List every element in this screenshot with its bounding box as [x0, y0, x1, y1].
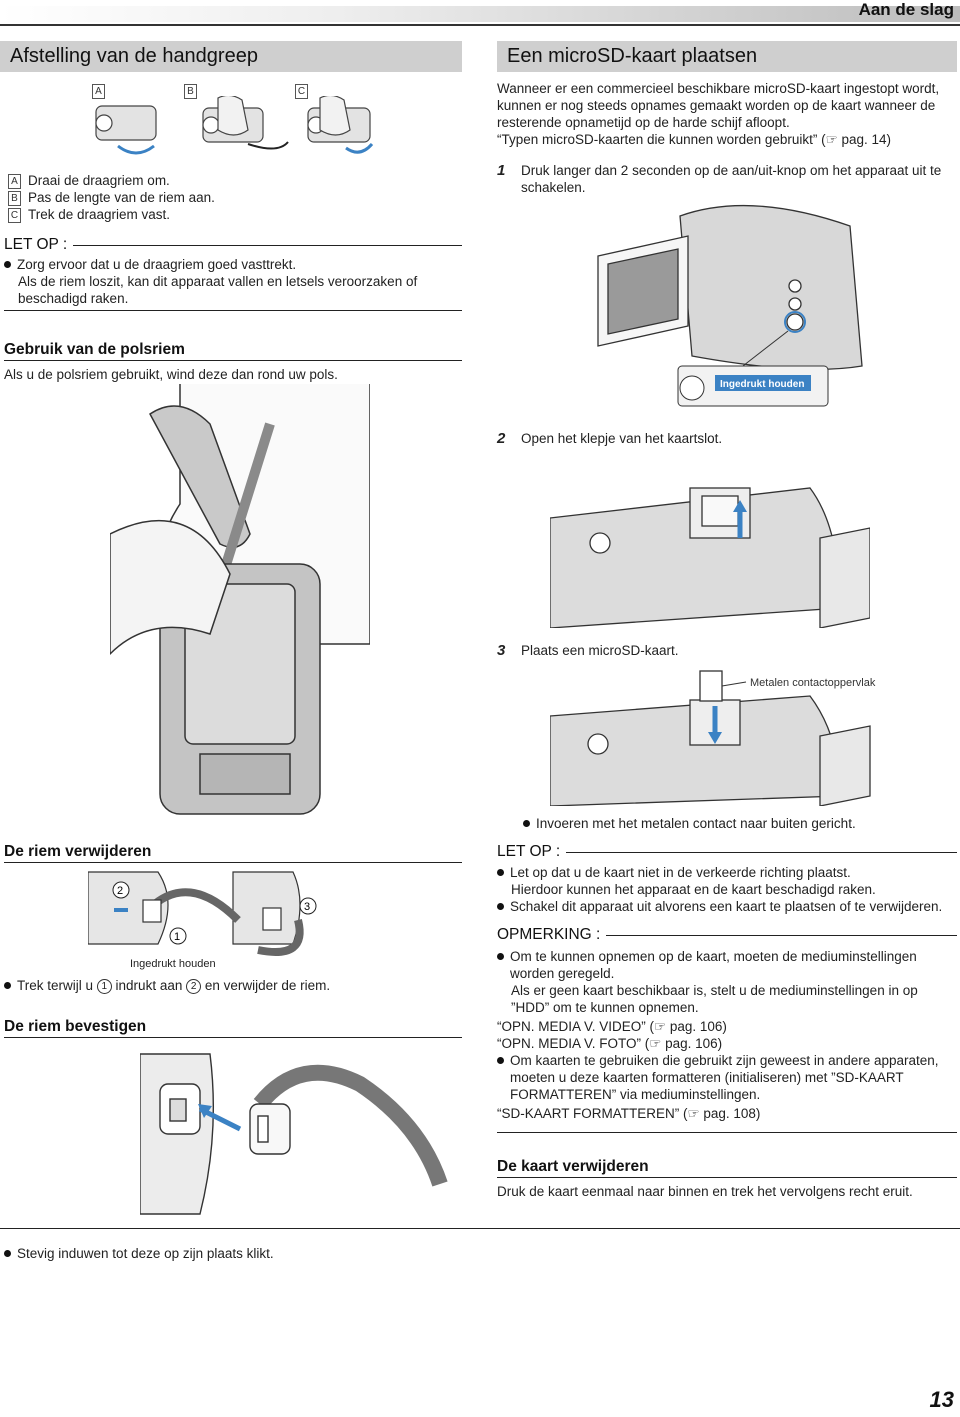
- hold-caption: Ingedrukt houden: [130, 958, 216, 970]
- right-section-title: Een microSD-kaart plaatsen: [497, 41, 957, 72]
- memo-heading: OPMERKING :: [497, 926, 957, 944]
- caution-b2: Schakel dit apparaat uit alvorens een ka…: [510, 899, 943, 914]
- instr-c: en verwijder de riem.: [204, 978, 331, 993]
- step-text: Plaats een microSD-kaart.: [521, 643, 679, 658]
- memo-b2: Om kaarten te gebruiken die gebruikt zij…: [510, 1053, 939, 1102]
- camera-power-illustration: Ingedrukt houden: [597, 204, 863, 407]
- card-remove-heading: De kaart verwijderen: [497, 1158, 649, 1175]
- circle-num-1: 1: [96, 979, 112, 994]
- bottom-rule: [0, 1228, 960, 1229]
- step-text: Trek de draagriem vast.: [28, 207, 171, 222]
- contact-label: Metalen contactoppervlak: [750, 677, 876, 689]
- caution-label: LET OP :: [4, 236, 68, 253]
- memo-link3: “SD-KAART FORMATTEREN” (☞ pag. 108): [497, 1106, 761, 1121]
- right-caution-body: Let op dat u de kaart niet in de verkeer…: [497, 864, 957, 915]
- caution-rule: [566, 851, 957, 853]
- caution-end-rule: [4, 310, 462, 311]
- memo-link1: “OPN. MEDIA V. VIDEO” (☞ pag. 106): [497, 1019, 727, 1034]
- step-text: Draai de draagriem om.: [28, 173, 170, 188]
- bullet-icon: [4, 1250, 11, 1257]
- step-label: C: [8, 208, 21, 223]
- card-insert-illustration: Metalen contactoppervlak: [550, 670, 876, 806]
- strap-remove-rule: [4, 862, 462, 863]
- bullet-icon: [523, 820, 530, 827]
- left-caution-body: Zorg ervoor dat u de draagriem goed vast…: [4, 256, 454, 307]
- page-number: 13: [929, 1387, 954, 1412]
- strap-attach-rule: [4, 1037, 462, 1038]
- section-title: Aan de slag: [858, 0, 954, 19]
- caution-label: LET OP :: [497, 843, 561, 860]
- left-section-title: Afstelling van de handgreep: [0, 41, 462, 72]
- caution-rule: [73, 244, 462, 246]
- microsd-intro: Wanneer er een commercieel beschikbare m…: [497, 81, 940, 130]
- step-number: 3: [497, 642, 506, 659]
- wrist-strap-illustration: [110, 384, 370, 815]
- grip-steps: A Draai de draagriem om. B Pas de lengte v…: [8, 172, 448, 223]
- step-text: Druk langer dan 2 seconden op de aan/uit…: [521, 163, 942, 195]
- memo-link2: “OPN. MEDIA V. FOTO” (☞ pag. 106): [497, 1036, 723, 1051]
- step-1: 1 Druk langer dan 2 seconden op de aan/u…: [497, 162, 957, 196]
- strap-attach-text: Stevig induwen tot deze op zijn plaats k…: [4, 1245, 274, 1262]
- attach-bullet: Stevig induwen tot deze op zijn plaats k…: [17, 1246, 274, 1261]
- strap-attach-heading: De riem bevestigen: [4, 1018, 147, 1035]
- grip-step-c: C Trek de draagriem vast.: [8, 206, 448, 223]
- wrist-rule: [4, 360, 462, 361]
- grip-step-b: B Pas de lengte van de riem aan.: [8, 189, 448, 206]
- step-number: 1: [497, 162, 506, 179]
- strap-remove-illustration: 2 1 3 Ingedrukt houden: [88, 871, 317, 970]
- right-caution-heading: LET OP :: [497, 843, 957, 861]
- header-gradient: [0, 6, 960, 22]
- fig-label-b: B: [184, 84, 197, 99]
- memo-end-rule: [497, 1132, 957, 1133]
- card-remove-rule: [497, 1177, 957, 1178]
- memo-b1: Om te kunnen opnemen op de kaart, moeten…: [510, 949, 917, 981]
- caution-bullet: Zorg ervoor dat u de draagriem goed vast…: [17, 257, 297, 272]
- bullet-icon: [4, 261, 11, 268]
- step-label: B: [8, 191, 21, 206]
- fig-circle-2: 2: [117, 885, 123, 897]
- bullet-icon: [497, 869, 504, 876]
- step-text: Pas de lengte van de riem aan.: [28, 190, 215, 205]
- fig-label-c: C: [295, 84, 308, 99]
- top-header-bar: Aan de slag: [0, 0, 960, 22]
- step-label: A: [8, 174, 21, 189]
- left-caution-heading: LET OP :: [4, 236, 462, 254]
- hold-label: Ingedrukt houden: [720, 379, 804, 390]
- insert-direction-note: Invoeren met het metalen contact naar bu…: [523, 815, 856, 832]
- step-number: 2: [497, 430, 506, 447]
- caution-detail: Als de riem loszit, kan dit apparaat val…: [18, 274, 418, 306]
- bullet-icon: [497, 953, 504, 960]
- memo-body: Om te kunnen opnemen op de kaart, moeten…: [497, 948, 957, 1122]
- instr-b: indrukt aan: [115, 978, 183, 993]
- step-2: 2 Open het klepje van het kaartslot.: [497, 430, 957, 447]
- handgrip-illustration: [95, 96, 374, 155]
- memo-rule: [606, 934, 957, 936]
- instr-a: Trek terwijl u: [17, 978, 94, 993]
- grip-step-a: A Draai de draagriem om.: [8, 172, 448, 189]
- circle-num-2: 2: [186, 979, 202, 994]
- strap-remove-instruction: Trek terwijl u 1 indrukt aan 2 en verwij…: [4, 977, 464, 994]
- fig-circle-3: 3: [304, 901, 310, 913]
- card-slot-open-illustration: [550, 487, 870, 628]
- wrist-text: Als u de polsriem gebruikt, wind deze da…: [4, 367, 338, 382]
- memo-b1-detail: Als er geen kaart beschikbaar is, stelt …: [511, 983, 918, 1015]
- caution-b1-detail: Hierdoor kunnen het apparaat en de kaart…: [511, 882, 876, 897]
- header-rule: [0, 24, 960, 26]
- fig-label-a: A: [92, 84, 105, 99]
- bullet-icon: [4, 982, 11, 989]
- caution-b1: Let op dat u de kaart niet in de verkeer…: [510, 865, 851, 880]
- strap-attach-illustration: [140, 1053, 448, 1215]
- step-text: Open het klepje van het kaartslot.: [521, 431, 723, 446]
- wrist-heading: Gebruik van de polsriem: [4, 341, 185, 358]
- strap-remove-heading: De riem verwijderen: [4, 843, 152, 860]
- microsd-intro-link: “Typen microSD-kaarten die kunnen worden…: [497, 132, 892, 147]
- card-remove-text: Druk de kaart eenmaal naar binnen en tre…: [497, 1184, 913, 1199]
- bullet-icon: [497, 1057, 504, 1064]
- fig-circle-1: 1: [174, 931, 180, 943]
- step-3: 3 Plaats een microSD-kaart.: [497, 642, 957, 659]
- insert-bullet: Invoeren met het metalen contact naar bu…: [536, 816, 856, 831]
- bullet-icon: [497, 903, 504, 910]
- memo-label: OPMERKING :: [497, 926, 601, 943]
